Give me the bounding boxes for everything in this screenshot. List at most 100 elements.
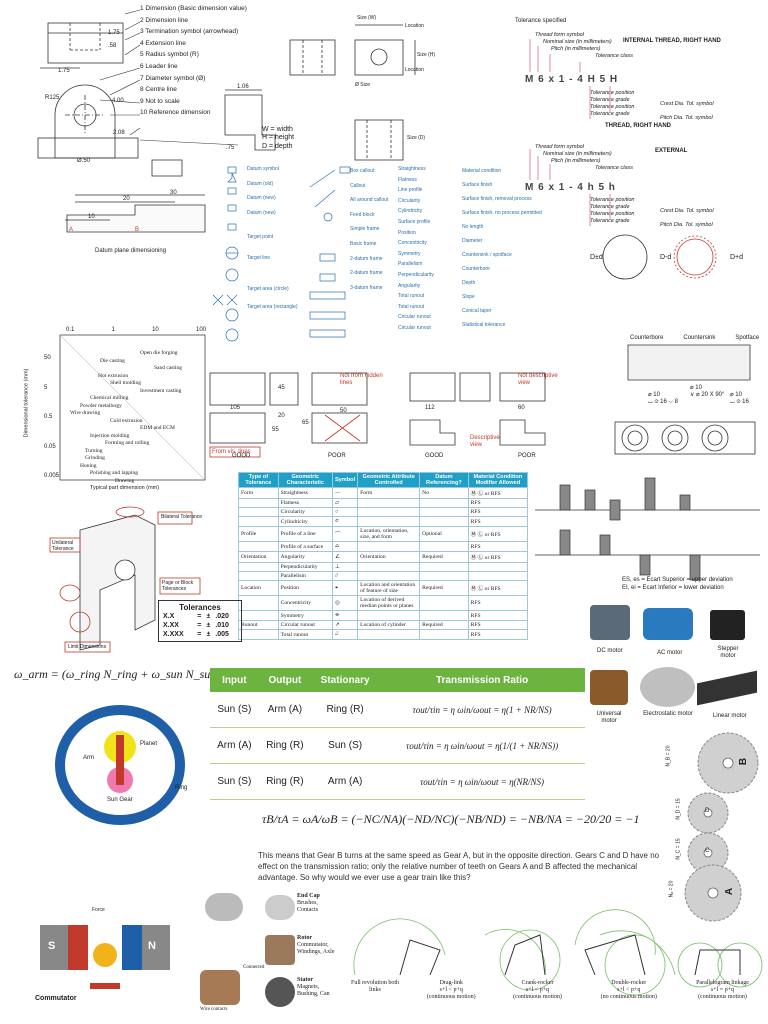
dimension-legend-item: 10 Reference dimension [140,109,211,117]
whd-legend: W = width H = height D = depth [262,126,294,151]
dim-75: .75 [226,145,235,151]
hole-title: Countersink [683,335,716,341]
thread-label: Pitch (in millimeters) [551,46,601,52]
x-tick: 0.1 [66,327,75,333]
gtab-cell: ⌯ [331,610,359,621]
stepper-motor-label: Stepper motor [717,646,739,659]
gdt-item: Slope [462,294,475,300]
frame-label: 3-datum frame [350,284,383,291]
gtab-cell: Perpendicularity [277,562,333,572]
gtab-cell [357,571,421,581]
gtab-row: Concentricity◎Location of derived median… [238,595,529,611]
view-dim: 55 [272,427,279,433]
ttab-row: Arm (A)Ring (R)Sun (S) τout/τin = η ωin/… [210,727,585,764]
gtab-cell: ⌭ [331,516,359,527]
gear-nb-label: N_B = 20 [665,745,672,767]
dimension-legend-item: 9 Not to scale [140,97,180,105]
gdt-item: Total runout [398,293,425,300]
gtab-cell [238,571,279,581]
circle-label: D-d [660,254,672,261]
gtab-row: Symmetry⌯RFS [238,610,529,621]
gear-b-label: B [738,757,750,766]
views-svg [209,372,546,458]
motor-photos: DC motor AC motor Stepper motor [585,600,765,660]
gtab-cell: Straightness [277,487,333,499]
whd-depth: D = depth [262,142,293,150]
dimension-drawing-svg [37,9,276,177]
view-dim: 45 [278,385,285,391]
process-label: Forming and rolling [105,440,150,446]
thread-label: Tolerance grade [590,218,630,224]
arm-label: Arm [83,755,94,761]
datum-symbol-label: Datum (new) [247,209,276,216]
dim-175a: 1.75 [108,30,120,36]
deviation-line: EI, ei = Ecart Inferior = lower deviatio… [622,585,724,591]
gtab-cell [419,562,469,572]
datum-symbols-svg [212,166,239,342]
poor-label: POOR [328,453,346,459]
dimension-legend-item: 5 Radius symbol (R) [140,51,199,59]
gtab-cell: ⊥ [331,562,359,572]
gdt-item: Circularity [398,197,421,204]
thread-label: Tolerance grade [590,111,630,117]
stator-text: Stator Magnets, Bushing, Can [297,977,330,997]
hole-features-svg [614,344,756,455]
datum-symbol-label: Datum (old) [247,180,274,187]
frame-label: All around callout [350,197,389,204]
tolerances-title: Tolerances [179,603,221,612]
gtab-cell: Location, orientation, size, and form [357,526,421,542]
thread-code-internal: M 6 x 1 - 4 H 5 H [525,74,619,85]
thread-label: Tolerance position [590,197,635,203]
view-dim: 105 [230,405,241,411]
bracket-svg [49,506,201,653]
gtab-cell: Parallelism [277,571,333,581]
process-label: Open die forging [140,350,178,356]
dimension-legend-item: 4 Extension line [140,39,186,47]
gtab-cell: Location of cylinder [357,620,421,630]
tolerance-row: X.X=±.020 [163,613,229,620]
bilateral-label: Bilateral Tolerance [161,514,203,520]
datum-symbol-label: Datum symbol [247,166,279,172]
tolerance-row: X.XXX=±.005 [163,631,229,638]
whd-height: H = height [262,134,295,142]
size-w-label: Size (W) [357,15,377,21]
linkages-svg [353,909,763,996]
gdt-item: Surface finish, no process permitted [462,210,542,216]
good-label: GOOD [425,453,444,459]
process-label: Honing [80,462,97,469]
gdt-item: Symmetry [398,250,421,257]
gdt-item: Surface finish, removal process [462,196,532,202]
gdt-item: Cylindricity [398,208,423,215]
hole-callout-1: ⌀ 10⌴ ⌀ 16 ⌵ 8 [648,392,678,405]
ttab: Input Output Stationary Transmission Rat… [210,668,585,800]
ac-motor-label: AC motor [657,650,683,656]
gtab-cell: Position [277,580,333,596]
thread-label: Tolerance position [590,211,635,217]
datum-a: A [69,227,74,233]
hole-callout-3: ⌀ 10⌴ ⌀ 16 [730,392,749,405]
process-labels: Open die forging Die casting Sand castin… [70,350,200,485]
thread-label: Crest Dia. Tol. symbol [660,101,714,107]
x-tick: 100 [195,327,206,333]
hole-title: Spotface [735,335,760,341]
not-from-hidden-note: Not from hidden lines [340,373,383,386]
dimension-drawing: 1.75 .58 1.75 R125 4.00 2.08 Ø.50 1.06 .… [0,0,300,185]
gdt-item: Line profile [398,187,423,194]
gtab-cell: ▱ [331,498,359,508]
gtab-row: Perpendicularity⊥ [238,562,529,572]
gear-na-label: Nₐ = 20 [668,880,675,898]
thread-label: Tolerance position [590,90,635,96]
gdt-item: Flatness [398,176,417,183]
thread-label: Nominal size (in millimeters) [543,39,612,45]
gdt-item: Concentricity [398,240,427,247]
dimension-legend-item: 1 Dimension (Basic dimension value) [140,5,247,12]
process-label: Turning [85,447,103,454]
gdt-item: Perpendicularity [398,271,434,278]
wire-contacts-label: Wire contacts [200,1007,228,1012]
gtab-cell: ∠ [331,551,359,563]
descriptive-note: Descriptive view [470,435,500,448]
circle-label: D+d [730,254,744,261]
